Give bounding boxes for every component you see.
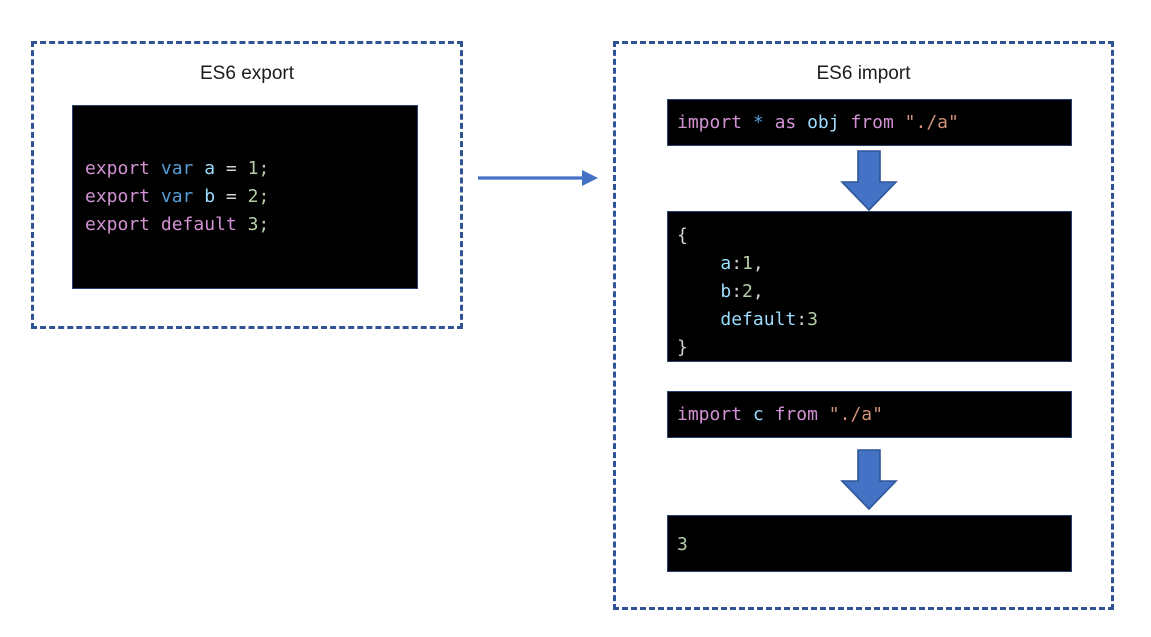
code-token: 2 <box>247 186 259 207</box>
es6-export-panel-title: ES6 export <box>200 63 294 84</box>
code-token: a <box>720 253 732 274</box>
import-namespace-code-text: import * as obj from "./a" <box>677 109 959 137</box>
code-token: 2 <box>742 281 753 302</box>
code-token <box>796 112 807 133</box>
code-token <box>193 186 204 207</box>
code-line: { <box>677 222 818 250</box>
code-token: 1 <box>247 158 259 179</box>
code-token: ; <box>258 186 270 207</box>
import-namespace-code-block: import * as obj from "./a" <box>667 99 1072 146</box>
code-token: 3 <box>807 309 818 330</box>
export-code-text: export var a = 1;export var b = 2;export… <box>85 155 269 239</box>
default-result-arrow <box>840 449 898 511</box>
code-token <box>150 186 161 207</box>
es6-import-panel-title: ES6 import <box>816 63 911 84</box>
code-line: b:2, <box>677 278 818 306</box>
import-default-code-text: import c from "./a" <box>677 401 883 429</box>
code-token: = <box>215 186 248 207</box>
export-to-import-arrow <box>478 160 598 196</box>
code-token: export <box>85 214 151 235</box>
code-token: { <box>677 225 688 246</box>
code-token: var <box>160 158 194 179</box>
code-token <box>742 112 753 133</box>
code-token <box>237 214 248 235</box>
code-line: a:1, <box>677 250 818 278</box>
code-token: var <box>160 186 194 207</box>
code-line: import * as obj from "./a" <box>677 109 959 137</box>
code-line: import c from "./a" <box>677 401 883 429</box>
code-token: : <box>731 281 743 302</box>
code-token: c <box>752 404 764 425</box>
code-token: a <box>204 158 216 179</box>
code-token: ; <box>258 214 270 235</box>
code-token <box>677 253 720 274</box>
code-token: 3 <box>677 534 688 555</box>
code-line: } <box>677 334 818 361</box>
code-token: * <box>752 112 764 133</box>
code-line: 3 <box>677 531 688 559</box>
code-token <box>742 404 753 425</box>
code-token <box>764 404 775 425</box>
code-token: = <box>215 158 248 179</box>
code-token <box>894 112 905 133</box>
default-value-code-block: 3 <box>667 515 1072 572</box>
code-token: , <box>752 253 764 274</box>
code-token <box>764 112 775 133</box>
namespace-object-code-block: { a:1, b:2, default:3} <box>667 211 1072 362</box>
code-token: } <box>677 337 688 358</box>
code-token: import <box>677 112 743 133</box>
code-token: from <box>850 112 894 133</box>
code-token <box>677 309 720 330</box>
import-default-code-block: import c from "./a" <box>667 391 1072 438</box>
code-token: "./a" <box>904 112 959 133</box>
code-token: "./a" <box>828 404 883 425</box>
code-token <box>677 281 720 302</box>
code-token: import <box>677 404 743 425</box>
code-token: export <box>85 186 151 207</box>
code-line: export var a = 1; <box>85 155 269 183</box>
code-token: from <box>774 404 818 425</box>
code-token: 3 <box>247 214 259 235</box>
code-token: ; <box>258 158 270 179</box>
code-token: , <box>752 281 764 302</box>
export-code-block: export var a = 1;export var b = 2;export… <box>72 105 418 289</box>
code-token <box>150 214 161 235</box>
code-token: default <box>720 309 797 330</box>
code-token: : <box>731 253 743 274</box>
es6-export-panel: ES6 export <box>31 41 463 329</box>
code-line: export var b = 2; <box>85 183 269 211</box>
namespace-object-code-text: { a:1, b:2, default:3} <box>677 222 818 361</box>
arrow-right-icon <box>478 170 598 186</box>
code-token: : <box>796 309 808 330</box>
code-token <box>840 112 851 133</box>
code-token <box>150 158 161 179</box>
code-token <box>818 404 829 425</box>
arrow-down-icon <box>840 150 898 212</box>
code-token: default <box>160 214 237 235</box>
es6-import-panel: ES6 import <box>613 41 1114 610</box>
code-token: b <box>720 281 732 302</box>
code-line: export default 3; <box>85 211 269 239</box>
code-token: 1 <box>742 253 753 274</box>
arrow-down-icon <box>840 449 898 511</box>
code-token: as <box>774 112 797 133</box>
code-token: export <box>85 158 151 179</box>
code-token: obj <box>807 112 840 133</box>
code-line: default:3 <box>677 306 818 334</box>
namespace-result-arrow <box>840 150 898 212</box>
default-value-code-text: 3 <box>677 531 688 559</box>
code-token <box>193 158 204 179</box>
code-token: b <box>204 186 216 207</box>
